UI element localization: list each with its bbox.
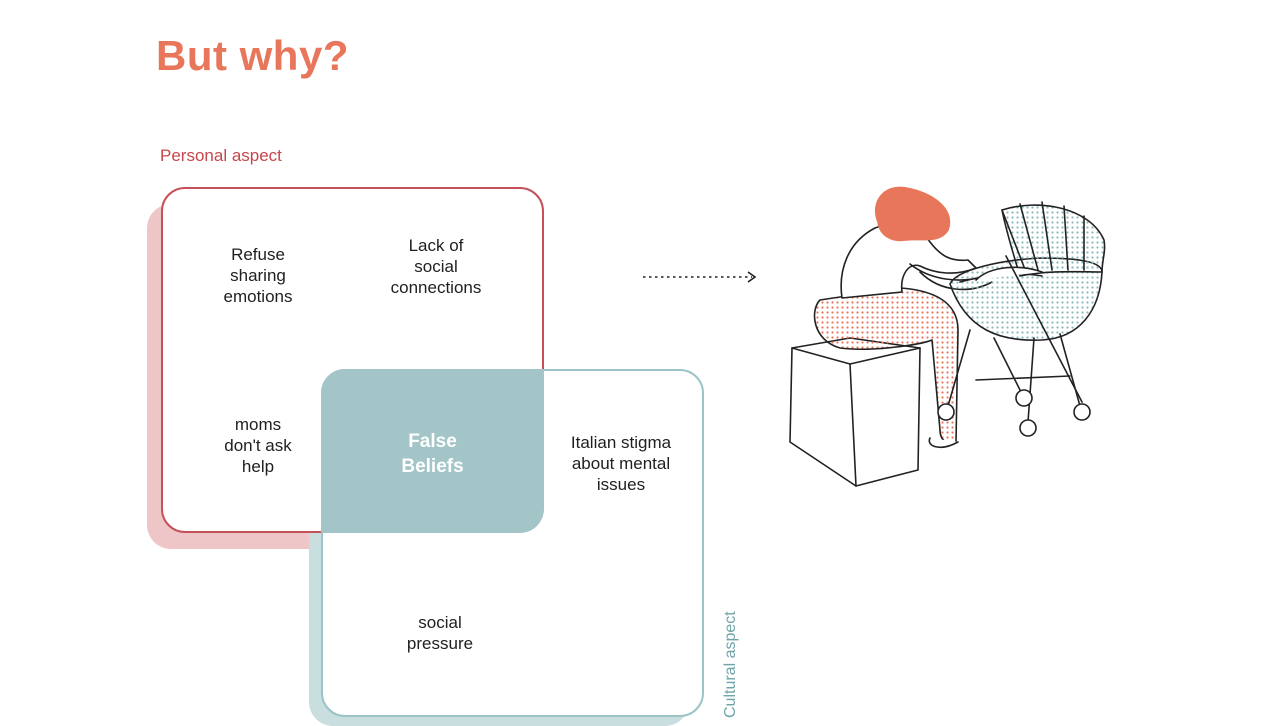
dotted-arrow-right-icon xyxy=(643,271,757,283)
cell-italian-stigma: Italian stigma about mental issues xyxy=(570,433,672,494)
cell-moms-dont-ask-help: moms don't ask help xyxy=(224,415,292,476)
cell-refuse-sharing-emotions: Refuse sharing emotions xyxy=(223,245,293,306)
personal-aspect-label: Personal aspect xyxy=(160,146,282,165)
cell-social-pressure: social pressure xyxy=(406,613,474,653)
cell-lack-of-social-connections: Lack of social connections xyxy=(390,236,482,297)
page-title: But why? xyxy=(156,32,349,79)
mother-with-stroller-illustration xyxy=(789,186,1106,487)
false-beliefs-overlap xyxy=(321,369,544,533)
false-beliefs-label: False Beliefs xyxy=(401,431,464,477)
cultural-aspect-label: Cultural aspect xyxy=(722,611,739,718)
